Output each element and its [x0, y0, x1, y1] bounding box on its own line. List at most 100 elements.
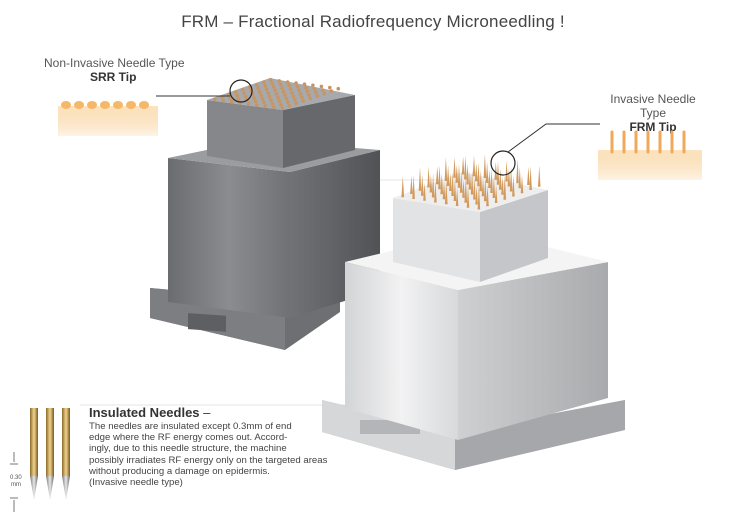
srr-needle-dot	[287, 83, 291, 88]
srr-needle-dot	[276, 95, 280, 100]
frm-needle	[453, 156, 456, 178]
frm-needle	[501, 176, 504, 195]
srr-needle-dot	[319, 84, 324, 89]
frm-needle	[509, 167, 513, 192]
srr-needle-dot	[308, 96, 313, 101]
frm-needle	[494, 161, 498, 180]
frm-needle	[507, 168, 511, 187]
srr-needle-dot	[228, 96, 232, 100]
srr-needle-dot	[302, 82, 307, 86]
srr-needle-dot	[298, 92, 303, 96]
frm-needle	[420, 174, 424, 196]
frm-needle	[461, 156, 465, 175]
frm-needle	[474, 163, 478, 182]
frm-needle-array	[401, 154, 541, 210]
frm-needle	[486, 185, 489, 207]
frm-needle	[468, 171, 472, 190]
srr-needle-dot	[246, 102, 251, 106]
srr-needle-dot	[273, 88, 277, 93]
srr-needle-dot	[243, 94, 248, 99]
frm-needle	[453, 180, 457, 201]
frm-needle	[488, 170, 491, 188]
frm-needle	[431, 173, 435, 198]
frm-needle	[527, 167, 530, 185]
frm-needle	[538, 165, 541, 187]
frm-needle	[444, 157, 448, 181]
srr-needle-dot	[266, 91, 270, 95]
srr-needle-grid	[212, 78, 341, 110]
srr-needle-dot	[328, 85, 332, 90]
scale-bar	[10, 452, 18, 512]
frm-needle	[435, 166, 439, 185]
srr-needle-dot	[305, 89, 310, 94]
srr-needle-dot	[300, 95, 304, 100]
srr-needle-dot	[307, 93, 311, 97]
frm-needle	[479, 170, 483, 192]
page-title: FRM – Fractional Radiofrequency Micronee…	[181, 12, 565, 31]
srr-needle-dot	[270, 81, 275, 86]
insulated-needles-heading: Insulated Needles –	[89, 405, 210, 420]
srr-needle-dot	[263, 104, 268, 108]
srr-needle-dot	[259, 93, 263, 98]
frm-needle	[492, 177, 496, 198]
frm-needle	[516, 159, 519, 184]
frm-needle	[494, 185, 498, 203]
srr-needle-dot	[229, 99, 234, 104]
srr-needle-dot	[322, 91, 327, 96]
srr-needle-dot	[242, 91, 246, 95]
srr-needle-dot	[329, 89, 334, 93]
frm-needle	[475, 186, 478, 205]
frm-needle	[518, 167, 521, 189]
srr-needle-dot	[277, 79, 282, 83]
frm-needle	[512, 175, 515, 197]
frm-needle	[520, 175, 524, 194]
frm-needle	[473, 178, 476, 200]
frm-needle	[462, 179, 465, 198]
description-line: (Invasive needle type)	[89, 477, 183, 489]
srr-needle-dot	[280, 106, 285, 110]
frm-needle	[455, 164, 459, 183]
description-line: possibly irradiates RF energy only on th…	[89, 454, 328, 466]
frm-needle	[449, 173, 452, 191]
frm-highlight-circle	[490, 150, 516, 176]
srr-needle-dot	[315, 94, 320, 98]
frm-needle	[483, 177, 487, 202]
description-line: without producing a damage on epidermis.	[89, 465, 270, 477]
frm-needle	[498, 168, 502, 190]
srr-needle-dot	[261, 80, 266, 84]
frm-needle	[412, 175, 415, 199]
srr-needle-dot	[290, 90, 294, 95]
frm-needle	[451, 172, 454, 196]
frm-needle	[459, 171, 463, 193]
frm-needle	[485, 162, 489, 183]
frm-label: Invasive Needle Type FRM Tip	[598, 92, 708, 134]
frm-needle	[477, 162, 480, 187]
srr-needle-dot	[260, 97, 265, 101]
frm-needle	[505, 160, 508, 182]
frm-needle	[427, 166, 430, 188]
scale-value: 0.30	[10, 475, 22, 481]
frm-needle	[477, 185, 481, 210]
srr-needle-dot	[252, 96, 256, 100]
frm-needle	[466, 163, 469, 185]
frm-needle	[455, 188, 459, 206]
frm-needle	[470, 170, 474, 195]
srr-skin-icon	[58, 101, 158, 136]
srr-needle-dot	[312, 87, 317, 91]
srr-needle-dot	[288, 87, 293, 91]
srr-needle-dot	[256, 86, 261, 90]
frm-needle	[481, 178, 485, 197]
frm-cartridge	[322, 172, 625, 470]
srr-needle-dot	[270, 101, 275, 106]
srr-needle-dot	[280, 86, 284, 90]
srr-needle-dot	[253, 99, 258, 104]
frm-needle	[457, 163, 461, 188]
frm-needle	[442, 181, 446, 200]
srr-needle-dot	[295, 84, 300, 89]
frm-needle	[529, 166, 532, 190]
srr-needle-dot	[321, 88, 325, 92]
srr-needle-dot	[240, 87, 245, 92]
frm-type-label: Invasive Needle Type	[610, 92, 696, 120]
frm-needle	[496, 160, 500, 185]
srr-needle-dot	[257, 90, 262, 94]
